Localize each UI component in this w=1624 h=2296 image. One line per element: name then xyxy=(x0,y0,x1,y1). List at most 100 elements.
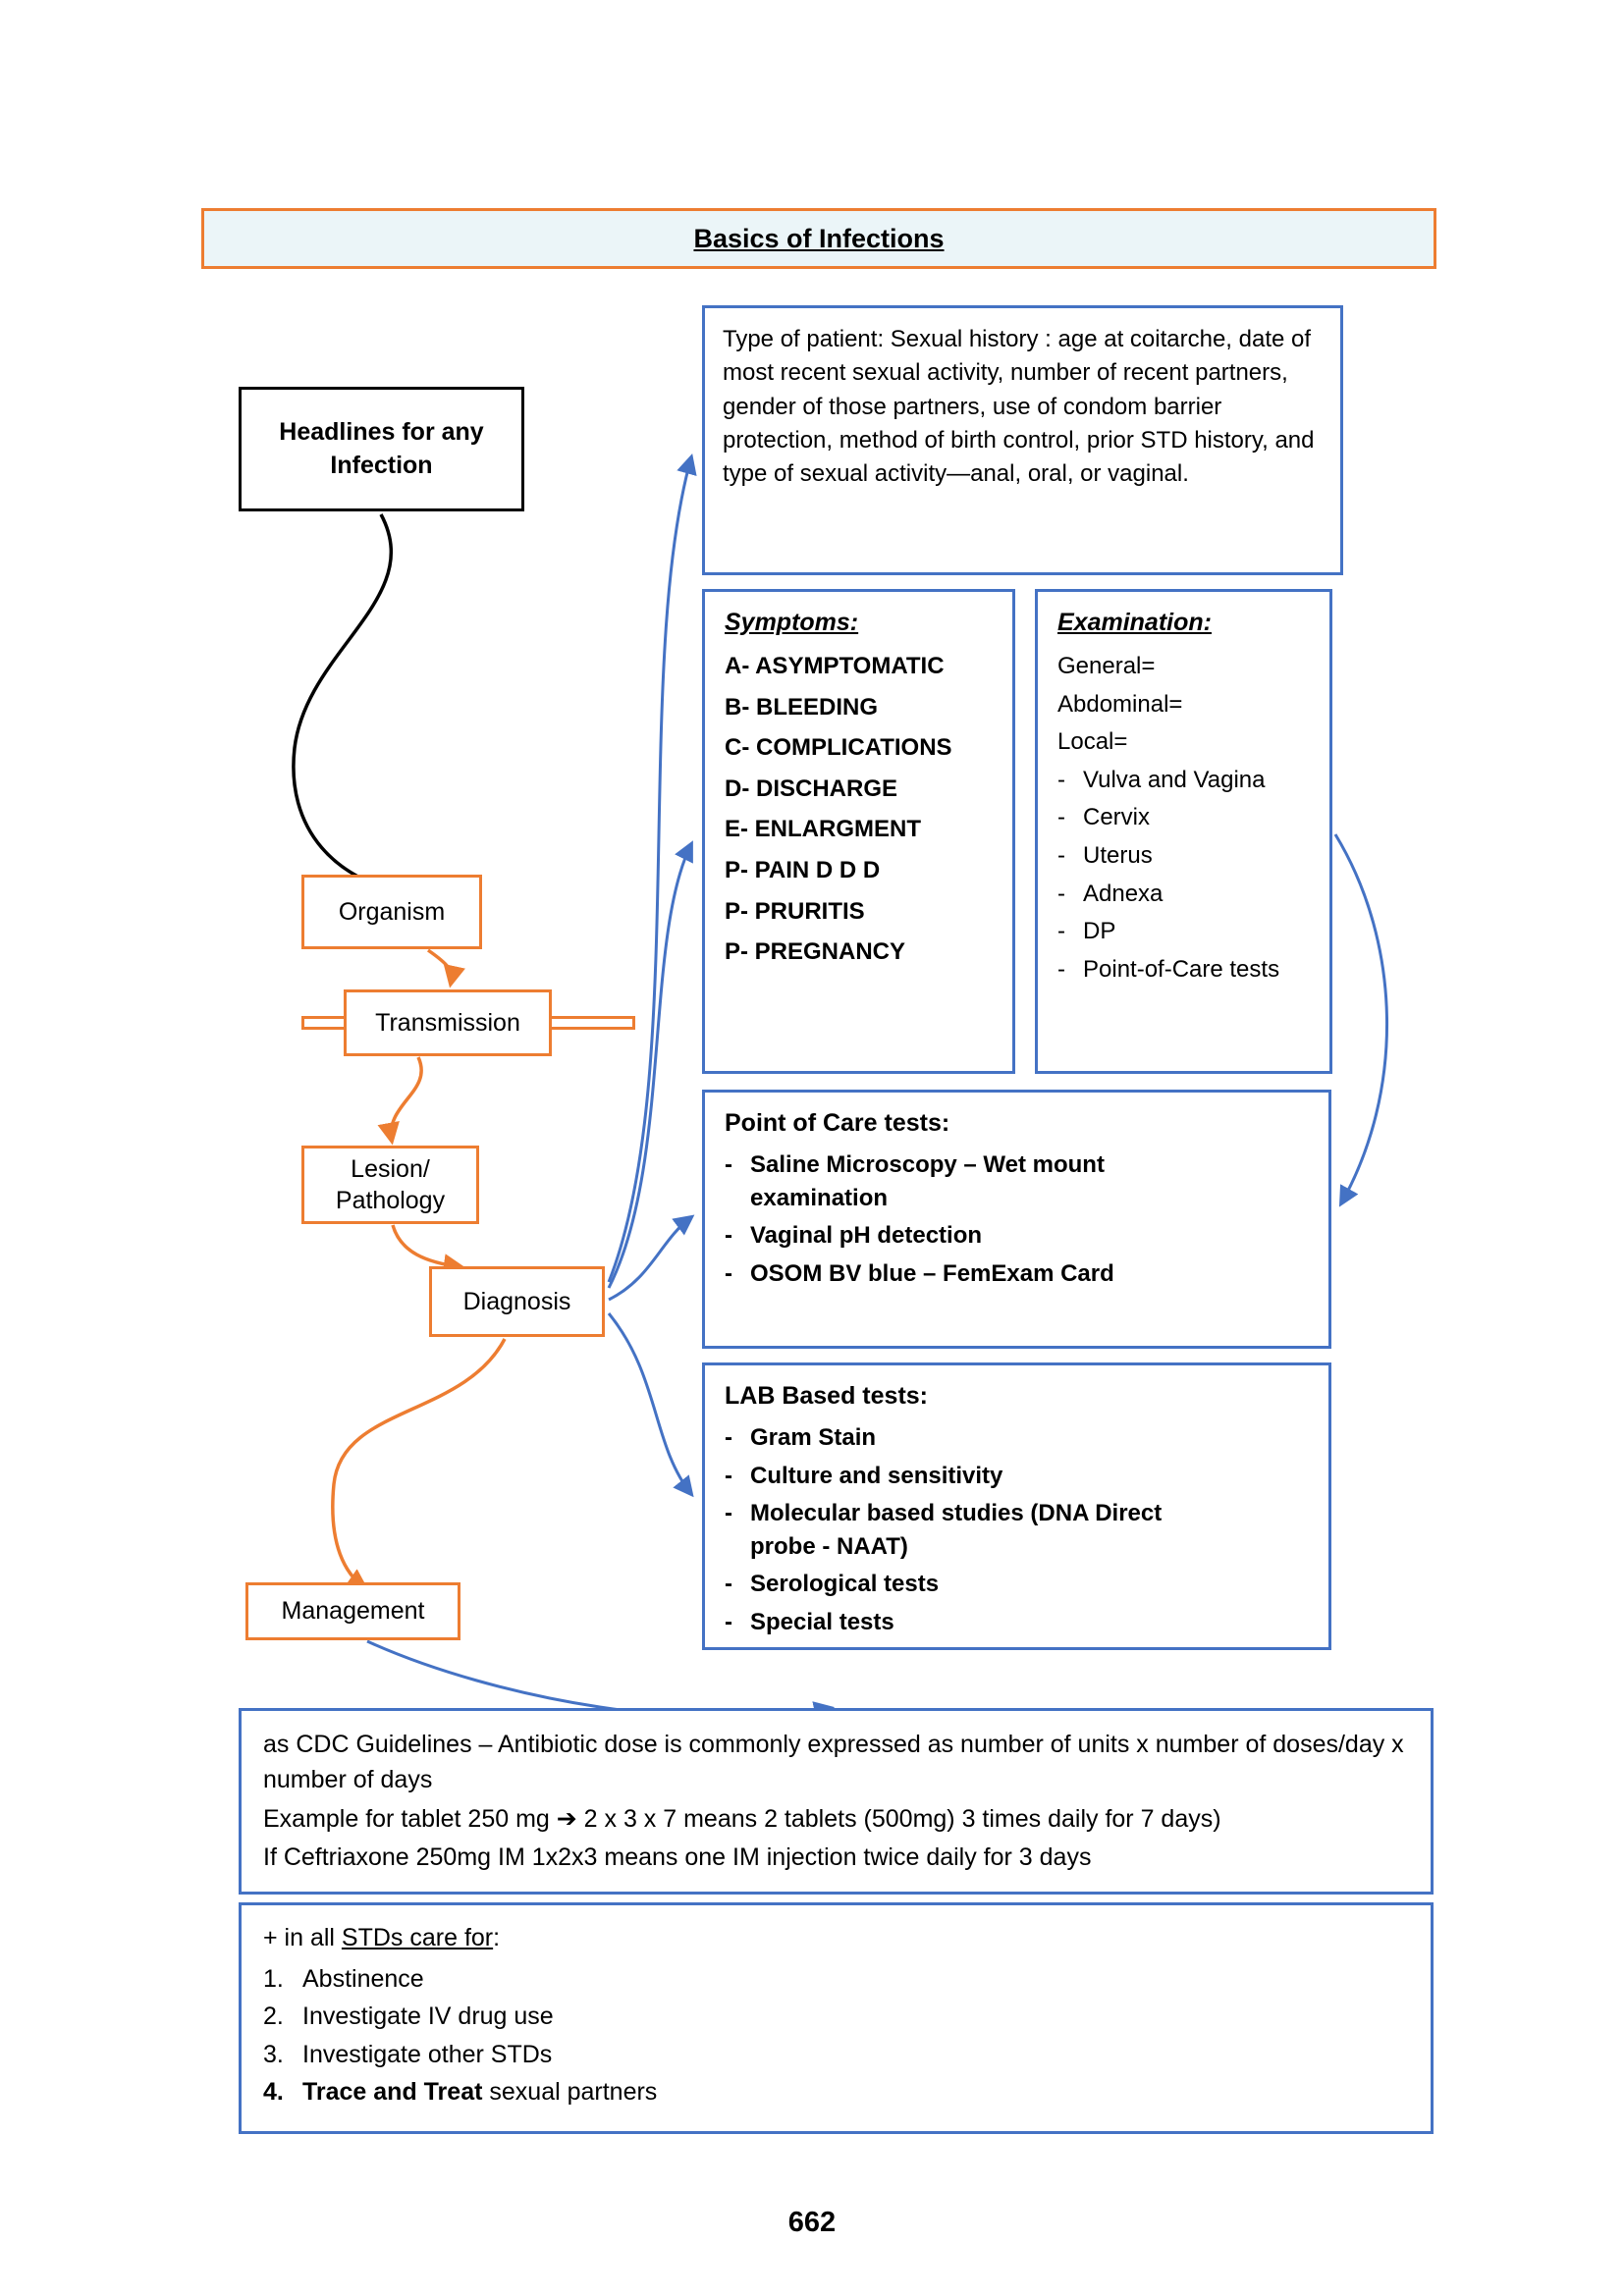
stds-item-text: Investigate other STDs xyxy=(302,2040,553,2068)
arrow-lesion-to-diagnosis xyxy=(391,1224,466,1276)
symptoms-item: P- PAIN D D D xyxy=(725,856,881,883)
lab-item-text: Molecular based studies (DNA Direct prob… xyxy=(750,1500,1163,1560)
stds-item: 3. Investigate other STDs xyxy=(263,2038,1409,2073)
page-number: 662 xyxy=(787,2207,837,2238)
lab-tests-box: LAB Based tests: - Gram Stain - Culture … xyxy=(702,1362,1331,1650)
examination-line: General= xyxy=(1057,653,1156,679)
poc-item: - Vaginal pH detection xyxy=(725,1219,1309,1253)
examination-line: Abdominal= xyxy=(1057,690,1183,718)
dash-bullet: - xyxy=(725,1151,732,1178)
lesion-line-2: Pathology xyxy=(335,1187,446,1214)
flow-node-organism: Organism xyxy=(301,875,482,949)
flow-node-headlines: Headlines for any Infection xyxy=(239,387,524,511)
lab-item: - Culture and sensitivity xyxy=(725,1460,1309,1493)
symptoms-item: B- BLEEDING xyxy=(725,693,878,721)
examination-item-text: Adnexa xyxy=(1083,880,1164,907)
stds-item-text: Trace and Treat sexual partners xyxy=(302,2075,1409,2110)
examination-item: - Vulva and Vagina xyxy=(1057,764,1310,797)
arrow-management-to-cdc xyxy=(366,1639,836,1722)
examination-item-text: Vulva and Vagina xyxy=(1083,766,1266,793)
examination-item-text: Cervix xyxy=(1083,804,1151,831)
lab-item-text: Culture and sensitivity xyxy=(750,1462,1003,1489)
examination-line: Local= xyxy=(1057,728,1128,756)
dash-bullet: - xyxy=(1057,766,1065,793)
dash-bullet: - xyxy=(725,1424,732,1451)
stds-item: 2. Investigate IV drug use xyxy=(263,2000,1409,2035)
stds-item: 1. Abstinence xyxy=(263,1962,1409,1998)
stds-item-number: 3. xyxy=(263,2040,284,2068)
stds-header: + in all STDs care for: xyxy=(263,1921,1409,1956)
cdc-line: Example for tablet 250 mg ➔ 2 x 3 x 7 me… xyxy=(263,1804,1221,1833)
arrow-diagnosis-to-management xyxy=(331,1338,507,1591)
patient-history-box: Type of patient: Sexual history : age at… xyxy=(702,305,1343,575)
symptoms-item: D- DISCHARGE xyxy=(725,774,898,802)
arrow-diagnosis-to-poc xyxy=(608,1214,695,1302)
arrow-examination-to-poc xyxy=(1333,833,1389,1207)
flow-node-transmission-label: Transmission xyxy=(375,1008,520,1037)
symptoms-item: C- COMPLICATIONS xyxy=(725,734,952,762)
symptoms-item: P- PREGNANCY xyxy=(725,938,906,966)
examination-item: - Point-of-Care tests xyxy=(1057,953,1310,987)
examination-item: - Cervix xyxy=(1057,801,1310,834)
poc-item: - OSOM BV blue – FemExam Card xyxy=(725,1257,1309,1291)
flow-node-management-label: Management xyxy=(281,1597,425,1625)
stds-item-4: 4. Trace and Treat sexual partners xyxy=(263,2075,1409,2110)
flow-node-lesion-pathology: Lesion/ Pathology xyxy=(301,1146,479,1224)
dash-bullet: - xyxy=(725,1259,732,1287)
cdc-line: If Ceftriaxone 250mg IM 1x2x3 means one … xyxy=(263,1842,1092,1871)
examination-item: - DP xyxy=(1057,915,1310,948)
dash-bullet: - xyxy=(1057,955,1065,983)
examination-item-text: DP xyxy=(1083,918,1116,945)
dash-bullet: - xyxy=(1057,804,1065,831)
lab-item: - Gram Stain xyxy=(725,1421,1309,1455)
cdc-line: as CDC Guidelines – Antibiotic dose is c… xyxy=(263,1731,1404,1794)
arrow-headlines-to-organism xyxy=(292,513,431,907)
flow-node-headlines-label: Headlines for any Infection xyxy=(279,417,484,479)
flow-node-transmission: Transmission xyxy=(344,989,552,1056)
dash-bullet: - xyxy=(1057,918,1065,945)
stds-item4-bold: Trace and Treat xyxy=(302,2078,483,2106)
arrow-transmission-to-lesion xyxy=(377,1056,423,1146)
poc-item-text: OSOM BV blue – FemExam Card xyxy=(750,1259,1114,1287)
dash-bullet: - xyxy=(1057,880,1065,907)
examination-item: - Adnexa xyxy=(1057,878,1310,911)
dash-bullet: - xyxy=(725,1222,732,1250)
examination-box: Examination: General= Abdominal= Local= … xyxy=(1035,589,1332,1074)
dash-bullet: - xyxy=(725,1500,732,1527)
lab-item: - Molecular based studies (DNA Direct pr… xyxy=(725,1497,1309,1563)
lab-item-text: Serological tests xyxy=(750,1571,940,1598)
stds-item-text: Abstinence xyxy=(302,1964,424,1993)
arrow-diagnosis-to-symptoms xyxy=(607,840,693,1289)
stds-care-box: + in all STDs care for: 1. Abstinence 2.… xyxy=(239,1902,1434,2134)
dash-bullet: - xyxy=(725,1571,732,1598)
poc-header: Point of Care tests: xyxy=(725,1109,950,1137)
flow-node-lesion-label: Lesion/ Pathology xyxy=(336,1153,445,1217)
symptoms-item: E- ENLARGMENT xyxy=(725,816,921,843)
transmission-pipe-left xyxy=(301,1016,349,1030)
flow-node-management: Management xyxy=(245,1582,460,1640)
lesion-line-1: Lesion/ xyxy=(351,1154,430,1183)
transmission-pipe-right xyxy=(548,1016,635,1030)
title-banner: Basics of Infections xyxy=(201,208,1436,269)
stds-header-underlined: STDs care for xyxy=(341,1924,494,1951)
dash-bullet: - xyxy=(725,1462,732,1489)
poc-item-text: Vaginal pH detection xyxy=(750,1222,983,1250)
lab-item-text: Gram Stain xyxy=(750,1424,877,1451)
lab-item-text: Special tests xyxy=(750,1608,894,1635)
symptoms-box: Symptoms: A- ASYMPTOMATIC B- BLEEDING C-… xyxy=(702,589,1015,1074)
poc-item: - Saline Microscopy – Wet mount examinat… xyxy=(725,1148,1309,1214)
dash-bullet: - xyxy=(725,1608,732,1635)
stds-item-number: 1. xyxy=(263,1964,284,1993)
lab-item: - Serological tests xyxy=(725,1568,1309,1601)
flow-node-organism-label: Organism xyxy=(338,897,446,926)
stds-item4-rest: sexual partners xyxy=(482,2078,658,2106)
stds-header-prefix: + in all xyxy=(263,1924,342,1951)
point-of-care-box: Point of Care tests: - Saline Microscopy… xyxy=(702,1090,1331,1349)
symptoms-item: P- PRURITIS xyxy=(725,897,865,925)
patient-history-text: Type of patient: Sexual history : age at… xyxy=(723,326,1315,488)
stds-item-text: Investigate IV drug use xyxy=(302,2002,554,2030)
examination-header: Examination: xyxy=(1057,609,1212,636)
examination-item-text: Point-of-Care tests xyxy=(1083,955,1280,983)
